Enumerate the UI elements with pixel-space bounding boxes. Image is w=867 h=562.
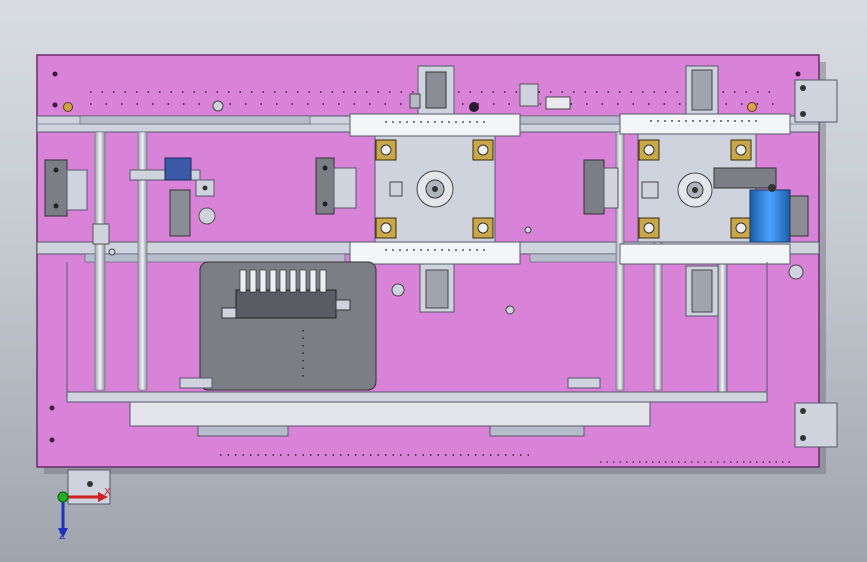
valve-fittings	[239, 269, 327, 293]
coordinate-triad	[57, 491, 108, 538]
label-plate	[545, 96, 571, 110]
sensor-block	[519, 83, 539, 107]
guide-rod-left-2	[137, 131, 148, 391]
right-bracket-bottom[interactable]	[794, 402, 838, 448]
top-left-pin	[63, 102, 73, 112]
central-carriage[interactable]	[349, 113, 521, 265]
top-right-pin	[747, 102, 757, 112]
lower-actuator-right[interactable]	[685, 265, 719, 317]
center-left-clamp[interactable]	[315, 157, 357, 215]
guide-rod-left	[94, 131, 106, 391]
x-axis-label: X	[104, 487, 111, 498]
top-actuator-right[interactable]	[685, 65, 719, 115]
top-actuator-left[interactable]	[409, 65, 455, 115]
spacer-block	[92, 223, 110, 245]
lower-actuator-center[interactable]	[419, 263, 455, 313]
valve-panel[interactable]	[199, 261, 377, 391]
z-axis-label: Z	[59, 531, 66, 542]
left-side-clamp[interactable]	[44, 159, 88, 217]
left-cylinder[interactable]	[129, 157, 215, 237]
top-center-hole	[469, 102, 479, 112]
servo-motor[interactable]	[713, 167, 809, 243]
center-right-clamp[interactable]	[583, 159, 619, 215]
lower-frame[interactable]	[66, 377, 768, 437]
guide-rod-blue	[717, 261, 728, 393]
misc-holes	[108, 100, 804, 315]
right-bracket-top[interactable]	[794, 79, 838, 123]
